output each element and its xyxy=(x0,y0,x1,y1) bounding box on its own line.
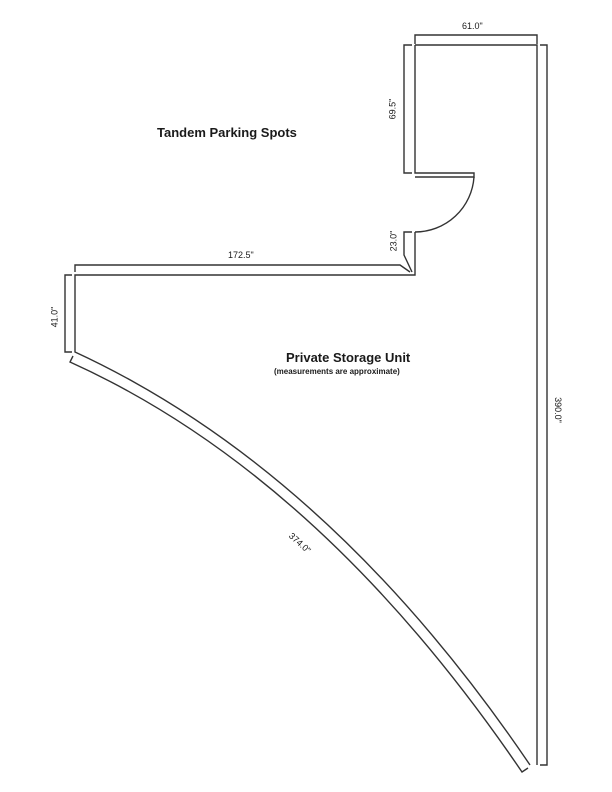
parking-label: Tandem Parking Spots xyxy=(157,125,297,140)
dim-top-width: 61.0" xyxy=(462,21,483,31)
dim-door-wall: 23.0" xyxy=(388,230,399,252)
room-outline xyxy=(74,44,538,766)
door-swing-arc xyxy=(414,176,475,233)
approximate-note: (measurements are approximate) xyxy=(274,367,400,376)
dim-line-top xyxy=(414,34,538,44)
dim-line-right xyxy=(540,44,548,766)
storage-label: Private Storage Unit xyxy=(286,350,411,365)
dim-line-door xyxy=(403,231,413,273)
dim-left-wall: 41.0" xyxy=(49,306,60,328)
dim-line-parking xyxy=(403,44,412,174)
dim-right-wall: 390.0" xyxy=(552,397,563,423)
dim-line-left xyxy=(64,274,72,353)
dim-parking-depth: 69.5" xyxy=(387,98,398,120)
dim-line-storage xyxy=(74,264,411,273)
dim-line-curve xyxy=(69,355,529,773)
dim-storage-length: 172.5" xyxy=(228,250,254,260)
